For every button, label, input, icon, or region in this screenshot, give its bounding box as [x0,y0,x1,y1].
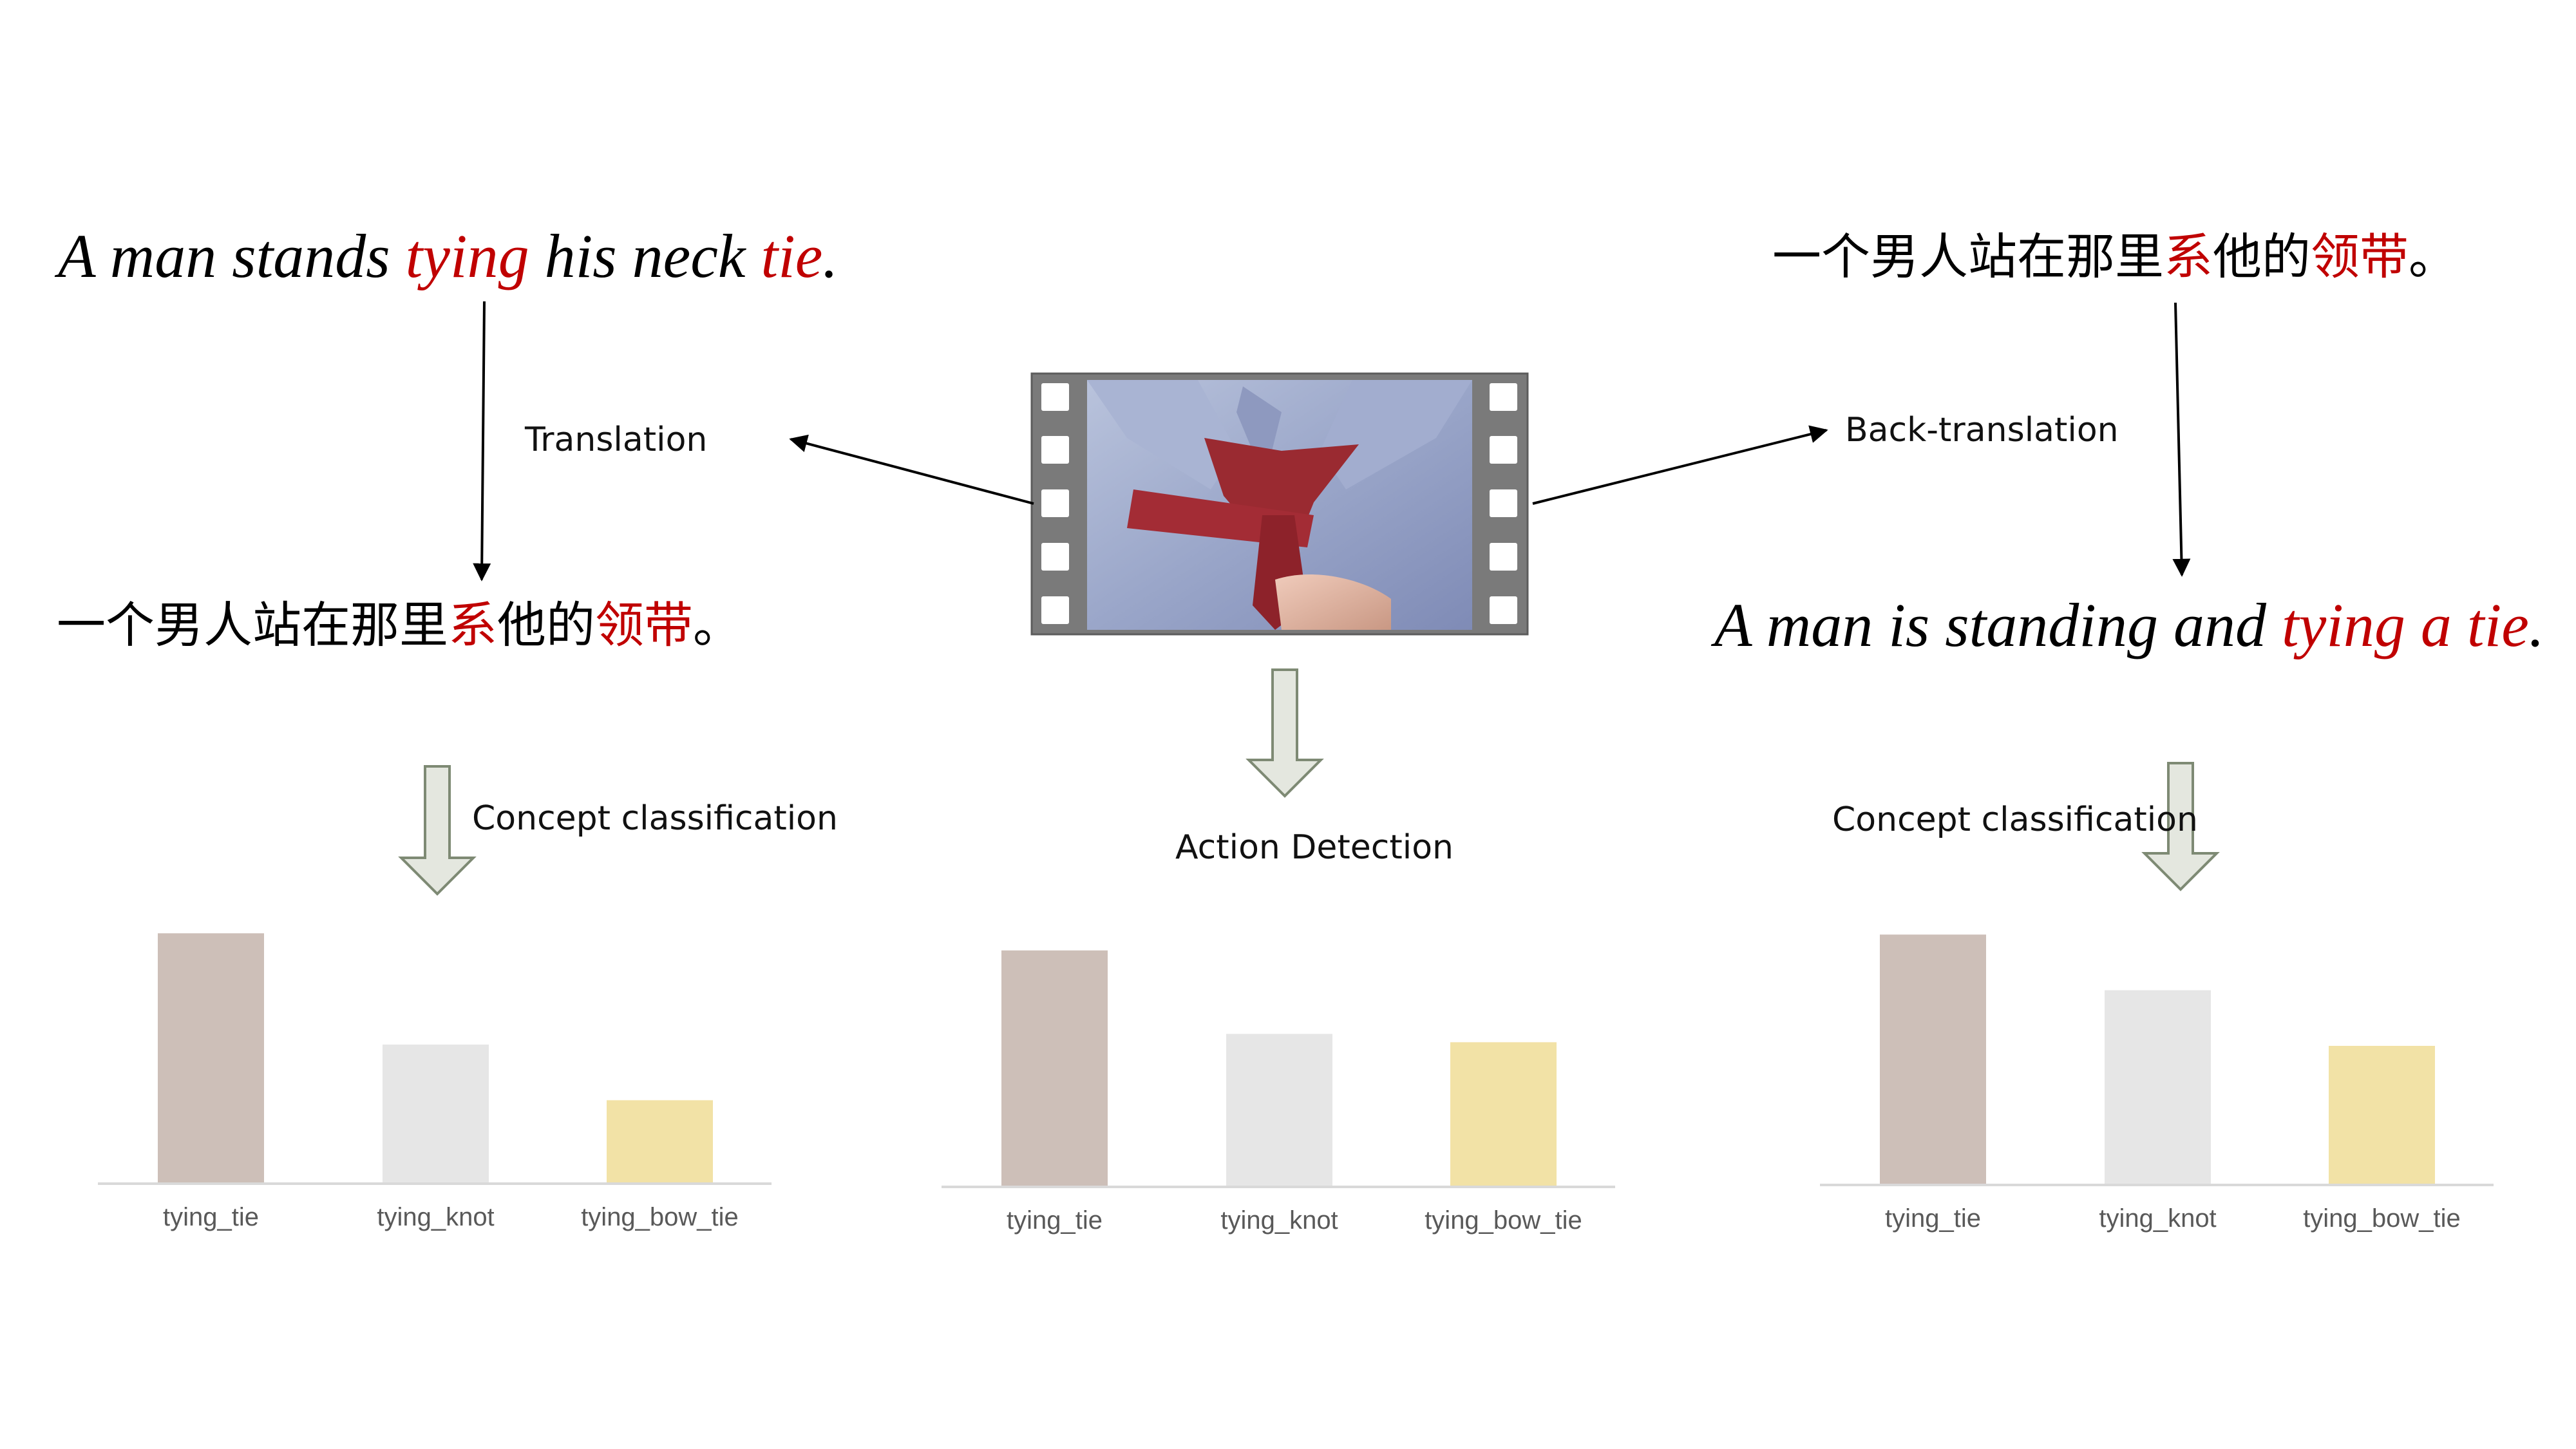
right-english-segment-highlight: tying a tie [2282,591,2529,659]
film-strip-video-frame-icon [1030,372,1529,636]
left-chinese-segment-highlight: 系 [448,596,497,654]
right-chinese-segment: 。 [2409,228,2458,285]
left-chinese-sentence: 一个男人站在那里系他的领带。 [57,596,742,654]
left-concept-bar-chart: tying_tie tying_knot tying_bow_tie [98,933,772,1231]
video-to-back-translation-arrow [1532,425,1828,505]
left-classification-label: Concept classification [472,799,838,838]
right-concept-bar-chart: tying_tie tying_knot tying_bow_tie [1820,934,2494,1233]
left-chinese-segment-highlight: 领带 [595,596,693,654]
translation-label: Translation [524,421,707,459]
bar-tying-bow-tie [2329,1046,2435,1185]
bar-tying-knot [383,1045,489,1184]
x-tick-label: tying_bow_tie [581,1203,739,1231]
bar-tying-tie [1001,950,1108,1187]
right-classification-block-arrow [2141,762,2220,891]
video-to-translation-arrow [789,434,1034,505]
left-translation-arrow [473,301,491,582]
bar-tying-tie [1880,934,1986,1185]
left-english-segment: A man stands [54,222,406,290]
right-english-segment: A man is standing and [1710,591,2282,659]
right-back-translation-arrow [2172,302,2191,577]
left-english-segment: his neck [529,222,761,290]
right-chinese-segment: 他的 [2213,228,2311,285]
action-detection-block-arrow [1245,668,1324,798]
left-chinese-segment: 他的 [497,596,595,654]
bar-tying-knot [1226,1034,1332,1187]
bar-tying-tie [158,933,264,1184]
x-tick-label: tying_knot [1220,1206,1338,1235]
right-english-segment: . [2529,591,2544,659]
x-tick-label: tying_bow_tie [1425,1206,1582,1235]
right-chinese-sentence: 一个男人站在那里系他的领带。 [1772,228,2458,285]
right-chinese-segment: 一个男人站在那里 [1772,228,2164,285]
right-english-sentence: A man is standing and tying a tie. [1710,591,2544,659]
left-chinese-segment: 。 [693,596,742,654]
x-tick-label: tying_knot [377,1203,494,1231]
x-tick-label: tying_tie [1885,1204,1981,1233]
bar-tying-bow-tie [1450,1042,1557,1187]
right-classification-label: Concept classification [1832,800,2198,839]
x-tick-label: tying_tie [163,1203,259,1231]
left-english-segment: . [822,222,838,290]
action-detection-bar-chart: tying_tie tying_knot tying_bow_tie [942,950,1615,1235]
left-classification-block-arrow [398,765,477,896]
bar-tying-knot [2105,990,2211,1185]
x-tick-label: tying_tie [1007,1206,1103,1235]
left-english-segment-highlight: tying [406,222,529,290]
bar-tying-bow-tie [607,1100,713,1184]
left-english-sentence: A man stands tying his neck tie. [54,222,838,290]
action-detection-label: Action Detection [1175,828,1454,867]
x-tick-label: tying_knot [2099,1204,2216,1233]
x-tick-label: tying_bow_tie [2303,1204,2461,1233]
left-chinese-segment: 一个男人站在那里 [57,596,448,654]
left-english-segment-highlight: tie [761,222,822,290]
right-chinese-segment-highlight: 领带 [2311,228,2409,285]
right-chinese-segment-highlight: 系 [2164,228,2213,285]
back-translation-label: Back-translation [1845,411,2119,450]
